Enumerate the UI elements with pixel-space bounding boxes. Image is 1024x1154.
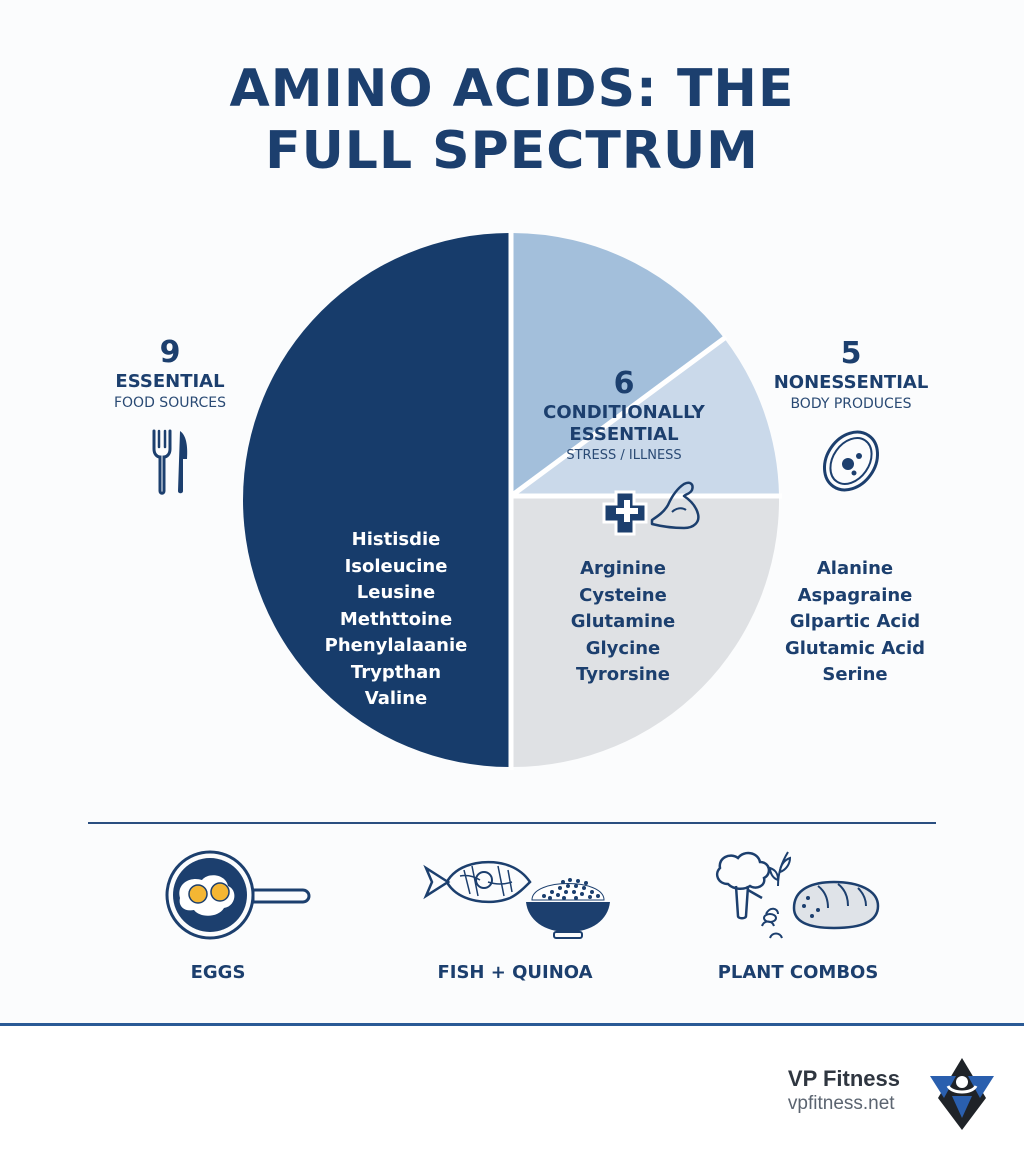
essential-list: Histisdie Isoleucine Leusine Methttoine … (306, 527, 486, 713)
list-item: Phenylalaanie (324, 635, 468, 656)
conditional-list: Arginine Cysteine Glutamine Glycine Tyro… (543, 556, 703, 689)
footer (0, 1026, 1024, 1154)
segment-nonessential (512, 497, 780, 767)
conditional-sub: STRESS / ILLNESS (566, 448, 682, 463)
essential-label: ESSENTIAL (115, 371, 225, 392)
list-item: Leusine (356, 582, 436, 603)
plant-combos-icon (716, 851, 880, 939)
fork-knife-icon (152, 429, 188, 495)
amino-acid-pie (243, 233, 780, 767)
nonessential-sub: BODY PRODUCES (790, 396, 912, 412)
food-label-plant-combos: PLANT COMBOS (717, 962, 879, 983)
list-item: Aspagraine (797, 584, 913, 606)
conditional-label-line1: CONDITIONALLY (543, 402, 705, 423)
title-line-1: AMINO ACIDS: THE (229, 59, 795, 119)
segment-conditional-lower (512, 338, 779, 497)
footer-rule (0, 1023, 1024, 1026)
segment-essential (243, 233, 510, 767)
list-item: Glycine (585, 637, 661, 659)
essential-count: 9 (159, 335, 181, 370)
list-item: Glutamic Acid (784, 637, 926, 659)
essential-sub: FOOD SOURCES (113, 395, 226, 411)
food-label-eggs: EGGS (190, 962, 246, 983)
medical-cross-muscle-icon (602, 481, 700, 536)
list-item: Serine (822, 664, 888, 685)
list-item: Alanine (816, 558, 894, 579)
segment-divider-diagonal (509, 334, 728, 499)
nonessential-count: 5 (840, 336, 862, 371)
essential-header: 9 ESSENTIAL FOOD SOURCES (100, 335, 240, 495)
brand-block: VP Fitness vpfitness.net (788, 1066, 900, 1116)
conditional-label-line2: ESSENTIAL (569, 424, 679, 445)
brand-url: vpfitness.net (787, 1093, 895, 1114)
nonessential-list: Alanine Aspagraine Glpartic Acid Glutami… (770, 556, 940, 689)
brand-name: VP Fitness (787, 1066, 900, 1091)
cell-icon (822, 430, 880, 492)
list-item: Glutamine (570, 611, 676, 632)
title-line-2: FULL SPECTRUM (265, 121, 759, 181)
section-divider (88, 822, 936, 824)
vp-logo-icon (930, 1058, 994, 1130)
list-item: Methttoine (339, 608, 453, 630)
food-label-fish-quinoa: FISH + QUINOA (437, 962, 593, 983)
nonessential-header: 5 NONESSENTIAL BODY PRODUCES (770, 336, 932, 496)
segment-conditional-upper (512, 233, 724, 497)
list-item: Trypthan (350, 661, 442, 683)
fish-quinoa-icon (423, 860, 610, 939)
page-title: AMINO ACIDS: THE FULL SPECTRUM (0, 58, 1024, 182)
nonessential-label: NONESSENTIAL (773, 372, 929, 393)
list-item: Tyrorsine (576, 664, 670, 685)
list-item: Glpartic Acid (789, 611, 921, 632)
conditional-count: 6 (613, 366, 635, 401)
list-item: Isoleucine (344, 555, 448, 577)
conditional-header: 6 CONDITIONALLY ESSENTIAL STRESS / ILLNE… (536, 366, 712, 466)
list-item: Valine (364, 688, 428, 709)
eggs-pan-icon (165, 850, 311, 940)
list-item: Arginine (580, 558, 666, 579)
list-item: Cysteine (579, 584, 667, 606)
list-item: Histisdie (351, 529, 441, 550)
